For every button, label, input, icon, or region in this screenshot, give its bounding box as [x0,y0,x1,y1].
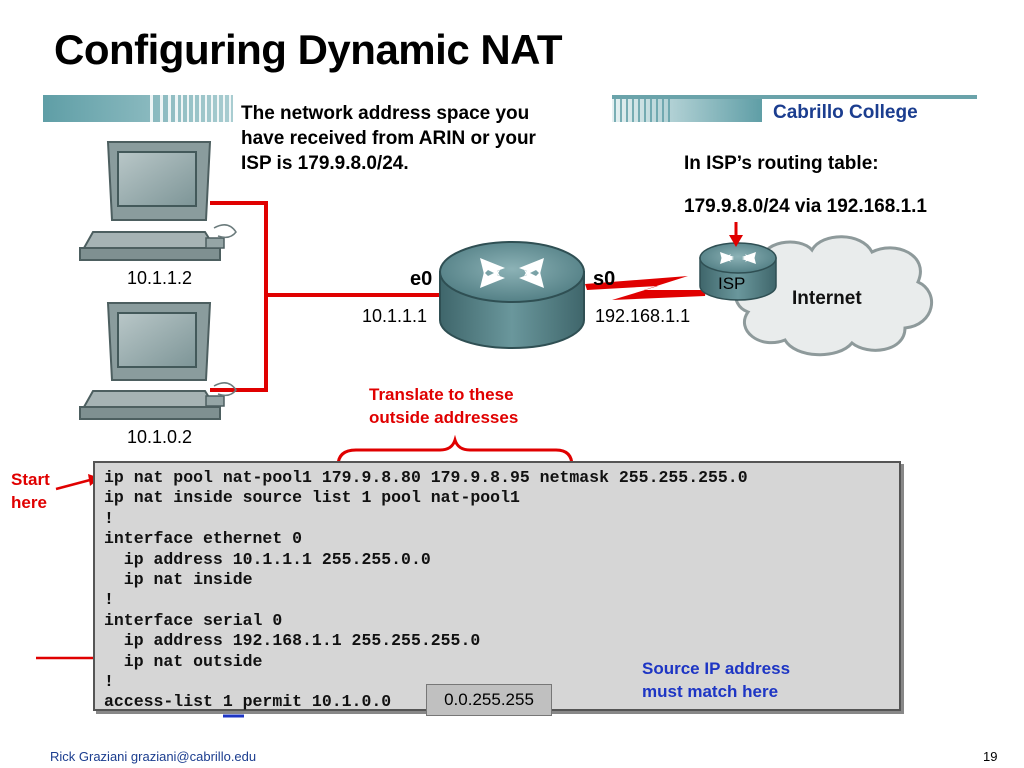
description-line: The network address space you [241,103,530,124]
serial-link [585,276,706,300]
router-s0-ip: 192.168.1.1 [595,306,691,326]
config-line: ! [104,508,114,528]
config-line: ip nat inside [104,569,253,589]
config-line: interface serial 0 [104,610,283,630]
brand-logo-text: Cabrillo College [773,102,918,123]
header-bar-left [43,95,233,122]
router-e0-label: e0 [410,268,433,290]
config-line: ! [104,671,114,691]
config-code-box: ip nat pool nat-pool1 179.9.8.80 179.9.8… [93,461,901,711]
router [439,241,585,349]
isp-router [699,242,777,301]
pool-brace [336,434,574,467]
source-note-line: must match here [642,682,779,701]
config-line: access-list 1 permit 10.1.0.0 [104,692,392,712]
host-computer-bottom [79,302,237,420]
translate-note-line: Translate to these [369,385,514,404]
page-number: 19 [983,749,998,764]
footer-author: Rick Graziani graziani@cabrillo.edu [50,749,257,764]
host-ip-top: 10.1.1.2 [127,268,193,288]
start-note-line: Start [11,470,50,489]
config-line: ip nat outside [104,651,263,671]
translate-note-line: outside addresses [369,408,519,427]
config-code: ip nat pool nat-pool1 179.9.8.80 179.9.8… [104,468,748,713]
config-line: interface ethernet 0 [104,529,303,549]
isp-routing-route: 179.9.8.0/24 via 192.168.1.1 [684,196,927,217]
translate-note: Translate to these outside addresses [369,383,518,429]
router-s0-label: s0 [593,268,616,290]
host-ip-bottom: 10.1.0.2 [127,427,193,447]
config-line: ip nat inside source list 1 pool nat-poo… [104,488,520,508]
config-line: ip address 192.168.1.1 255.255.255.0 [104,631,481,651]
internet-cloud [734,235,934,357]
slide-title: Configuring Dynamic NAT [54,26,563,73]
description-line: ISP is 179.9.8.0/24. [241,153,409,174]
description-line: have received from ARIN or your [241,128,536,149]
isp-routing-heading: In ISP’s routing table: [684,153,879,174]
source-ip-note: Source IP address must match here [642,657,790,703]
isp-routing-table: In ISP’s routing table: 179.9.8.0/24 via… [684,153,927,217]
config-line: ip address 10.1.1.1 255.255.0.0 [104,549,431,569]
start-here-note: Start here [11,468,50,514]
ethernet-links [210,201,440,392]
router-e0-ip: 10.1.1.1 [362,306,428,326]
routing-table-arrow [729,222,743,247]
isp-label: ISP [718,274,746,293]
config-line: ip nat pool nat-pool1 179.9.8.80 179.9.8… [104,468,748,487]
wildcard-mask-box: 0.0.255.255 [426,684,552,716]
start-note-line: here [11,493,47,512]
config-line: ! [104,590,114,610]
header-bar-right [612,95,977,122]
host-computer-top [79,141,237,261]
internet-label: Internet [792,288,862,309]
address-space-description: The network address space you have recei… [241,101,611,176]
source-note-line: Source IP address [642,659,791,678]
